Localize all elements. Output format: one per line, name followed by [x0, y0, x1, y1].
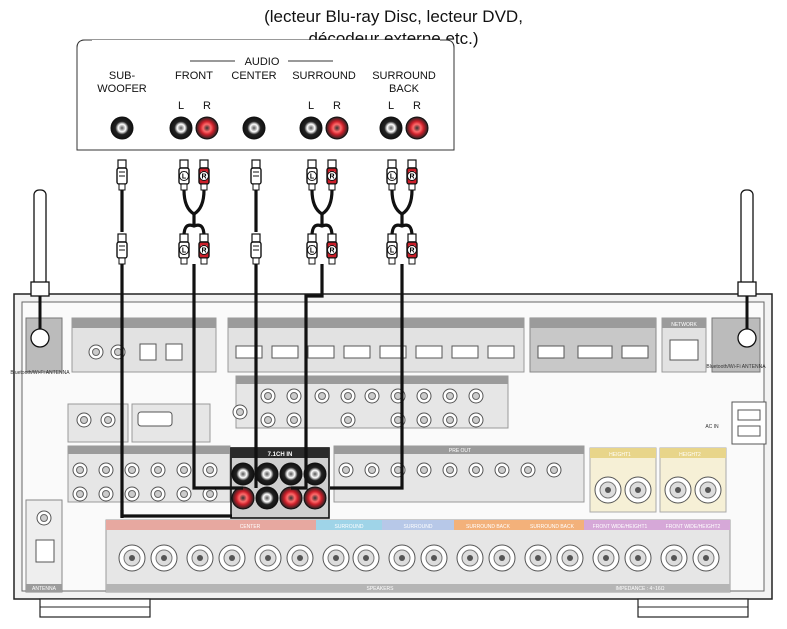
network-label: NETWORK: [671, 322, 697, 328]
source-caption-line1: (lecteur Blu-ray Disc, lecteur DVD,: [264, 7, 523, 26]
svg-text:L: L: [182, 248, 187, 255]
surround-r-jack: [325, 116, 349, 140]
speakers-label: SPEAKERS: [367, 586, 395, 592]
ac-in-label: AC IN: [705, 424, 719, 430]
rca-cables: [120, 189, 414, 518]
label-surround-back-2: BACK: [389, 83, 419, 95]
height1-label: HEIGHT1: [609, 452, 631, 458]
label-surround: SURROUND: [292, 70, 356, 82]
svg-text:R: R: [201, 174, 206, 181]
center-jack: [242, 116, 266, 140]
svg-text:R: R: [329, 248, 334, 255]
rca-plugs-bottom: [116, 233, 418, 265]
svg-text:R: R: [201, 248, 206, 255]
speaker-section-4: SURROUND BACK: [530, 524, 575, 530]
svg-text:L: L: [390, 174, 395, 181]
audio-group-label: AUDIO: [245, 56, 280, 68]
surround-back-l-jack: [379, 116, 403, 140]
label-subwoofer-1: SUB-: [108, 70, 136, 82]
svg-text:R: R: [329, 174, 334, 181]
impedance-label: IMPEDANCE : 4~16Ω: [616, 586, 665, 592]
antenna-left: [30, 189, 50, 348]
surround-l-label: L: [307, 100, 315, 112]
pre-out-label: PRE OUT: [449, 448, 471, 454]
svg-text:L: L: [310, 248, 315, 255]
surround-l-jack: [299, 116, 323, 140]
speaker-section-2: SURROUND: [404, 524, 433, 530]
svg-text:R: R: [409, 174, 414, 181]
speaker-section-1: SURROUND: [335, 524, 364, 530]
svg-text:L: L: [310, 174, 315, 181]
speaker-section-6: FRONT WIDE/HEIGHT2: [666, 524, 721, 530]
rca-plugs-top: [116, 159, 418, 191]
speaker-section-5: FRONT WIDE/HEIGHT1: [593, 524, 648, 530]
height2-label: HEIGHT2: [679, 452, 701, 458]
speaker-section-3: SURROUND BACK: [466, 524, 511, 530]
label-center: CENTER: [231, 70, 277, 82]
label-front: FRONT: [175, 70, 213, 82]
speaker-section-0: CENTER: [240, 524, 261, 530]
label-subwoofer-2: WOOFER: [97, 83, 147, 95]
antenna-right-label: Bluetooth/Wi-Fi ANTENNA: [706, 364, 766, 370]
surround-back-r-jack: [405, 116, 429, 140]
7.1ch-in-label: 7.1CH IN: [268, 452, 293, 458]
svg-text:R: R: [409, 248, 414, 255]
antenna-left-label: Bluetooth/Wi-Fi ANTENNA: [10, 370, 70, 376]
front-r-label: R: [203, 100, 211, 112]
receiver-body: [13, 293, 773, 618]
surround-r-label: R: [333, 100, 341, 112]
svg-text:L: L: [182, 174, 187, 181]
front-l-label: L: [177, 100, 185, 112]
svg-text:L: L: [390, 248, 395, 255]
antenna-right: [737, 189, 757, 348]
front-l-jack: [169, 116, 193, 140]
front-r-jack: [195, 116, 219, 140]
surround-back-l-label: L: [387, 100, 395, 112]
antenna-terminal-label: ANTENNA: [32, 586, 57, 592]
subwoofer-jack: [110, 116, 134, 140]
surround-back-r-label: R: [413, 100, 421, 112]
label-surround-back-1: SURROUND: [372, 70, 436, 82]
